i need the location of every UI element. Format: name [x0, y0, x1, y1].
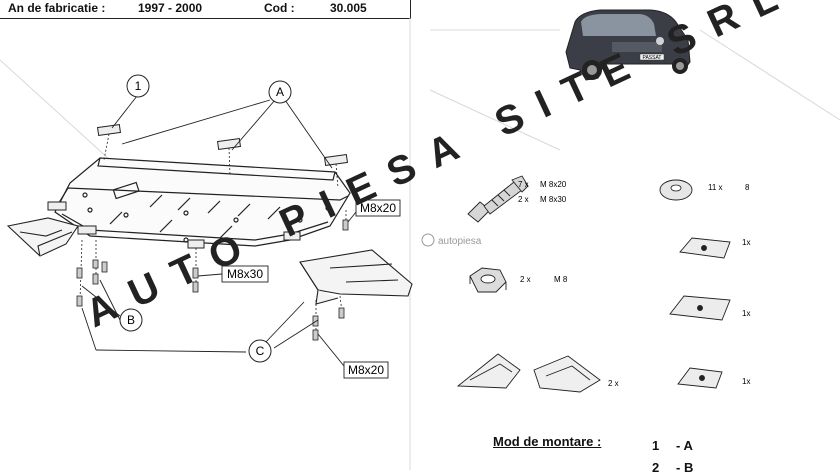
mount-mode-title: Mod de montare :	[493, 434, 602, 449]
autopiesa-logo: autopiesa	[421, 233, 482, 247]
year-label: An de fabricatie :	[8, 1, 106, 15]
bolt-size-b: M 8x30	[540, 195, 567, 204]
skid-plate	[54, 157, 351, 247]
mount-tabs	[47, 123, 349, 249]
bolt-size-a: M 8x20	[540, 180, 567, 189]
mount-row1-num: 1	[652, 438, 660, 453]
leader-lines	[81, 95, 357, 367]
car-badge: PASSAT	[643, 55, 662, 61]
nut-icon	[469, 267, 507, 293]
nut-size: M 8	[554, 275, 568, 284]
washer-qty: 11 x	[708, 183, 723, 192]
plate-icon-3	[677, 367, 723, 389]
code-value: 30.005	[330, 1, 367, 15]
brackets-qty: 2 x	[608, 379, 619, 388]
right-bracket	[299, 249, 413, 305]
label-m8x30: M8x30	[221, 265, 269, 283]
callout-a: A	[268, 80, 292, 104]
label-m8x20-bottom: M8x20	[343, 361, 389, 379]
assembly-dashes	[79, 133, 347, 336]
plate-icon-2	[669, 295, 731, 321]
mount-row2-num: 2	[652, 460, 660, 475]
svg-text:M8x30: M8x30	[227, 267, 263, 281]
svg-text:A: A	[276, 85, 284, 99]
year-value: 1997 - 2000	[138, 1, 203, 15]
nut-qty: 2 x	[520, 275, 531, 284]
bolt-qty-b: 2 x	[518, 195, 529, 204]
label-m8x20-top: M8x20	[355, 199, 401, 217]
callout-1: 1	[126, 74, 150, 98]
guide-lines	[0, 18, 840, 470]
bracket-pair-icon	[456, 353, 601, 393]
washer-icon	[659, 179, 693, 201]
plate1-qty: 1x	[742, 238, 750, 247]
plate2-qty: 1x	[742, 309, 750, 318]
plate-icon-1	[679, 237, 731, 259]
svg-text:B: B	[127, 313, 135, 327]
callout-c: C	[248, 339, 272, 363]
svg-text:M8x20: M8x20	[360, 201, 396, 215]
plate3-qty: 1x	[742, 377, 750, 386]
svg-text:autopiesa: autopiesa	[438, 236, 482, 247]
callout-b: B	[119, 308, 143, 332]
code-label: Cod :	[264, 1, 295, 15]
svg-text:C: C	[256, 344, 265, 358]
mount-row2-val: - B	[676, 460, 694, 475]
washer-size: 8	[745, 183, 750, 192]
mount-row1-val: - A	[676, 438, 693, 453]
svg-text:M8x20: M8x20	[348, 363, 384, 377]
car-photo: PASSAT	[565, 9, 691, 81]
svg-text:1: 1	[135, 79, 142, 93]
loose-bolts	[76, 219, 349, 341]
bolt-qty-a: 7 x	[518, 180, 529, 189]
left-flap	[6, 217, 79, 257]
header-frame	[0, 0, 411, 19]
bolt-icon	[467, 175, 529, 223]
